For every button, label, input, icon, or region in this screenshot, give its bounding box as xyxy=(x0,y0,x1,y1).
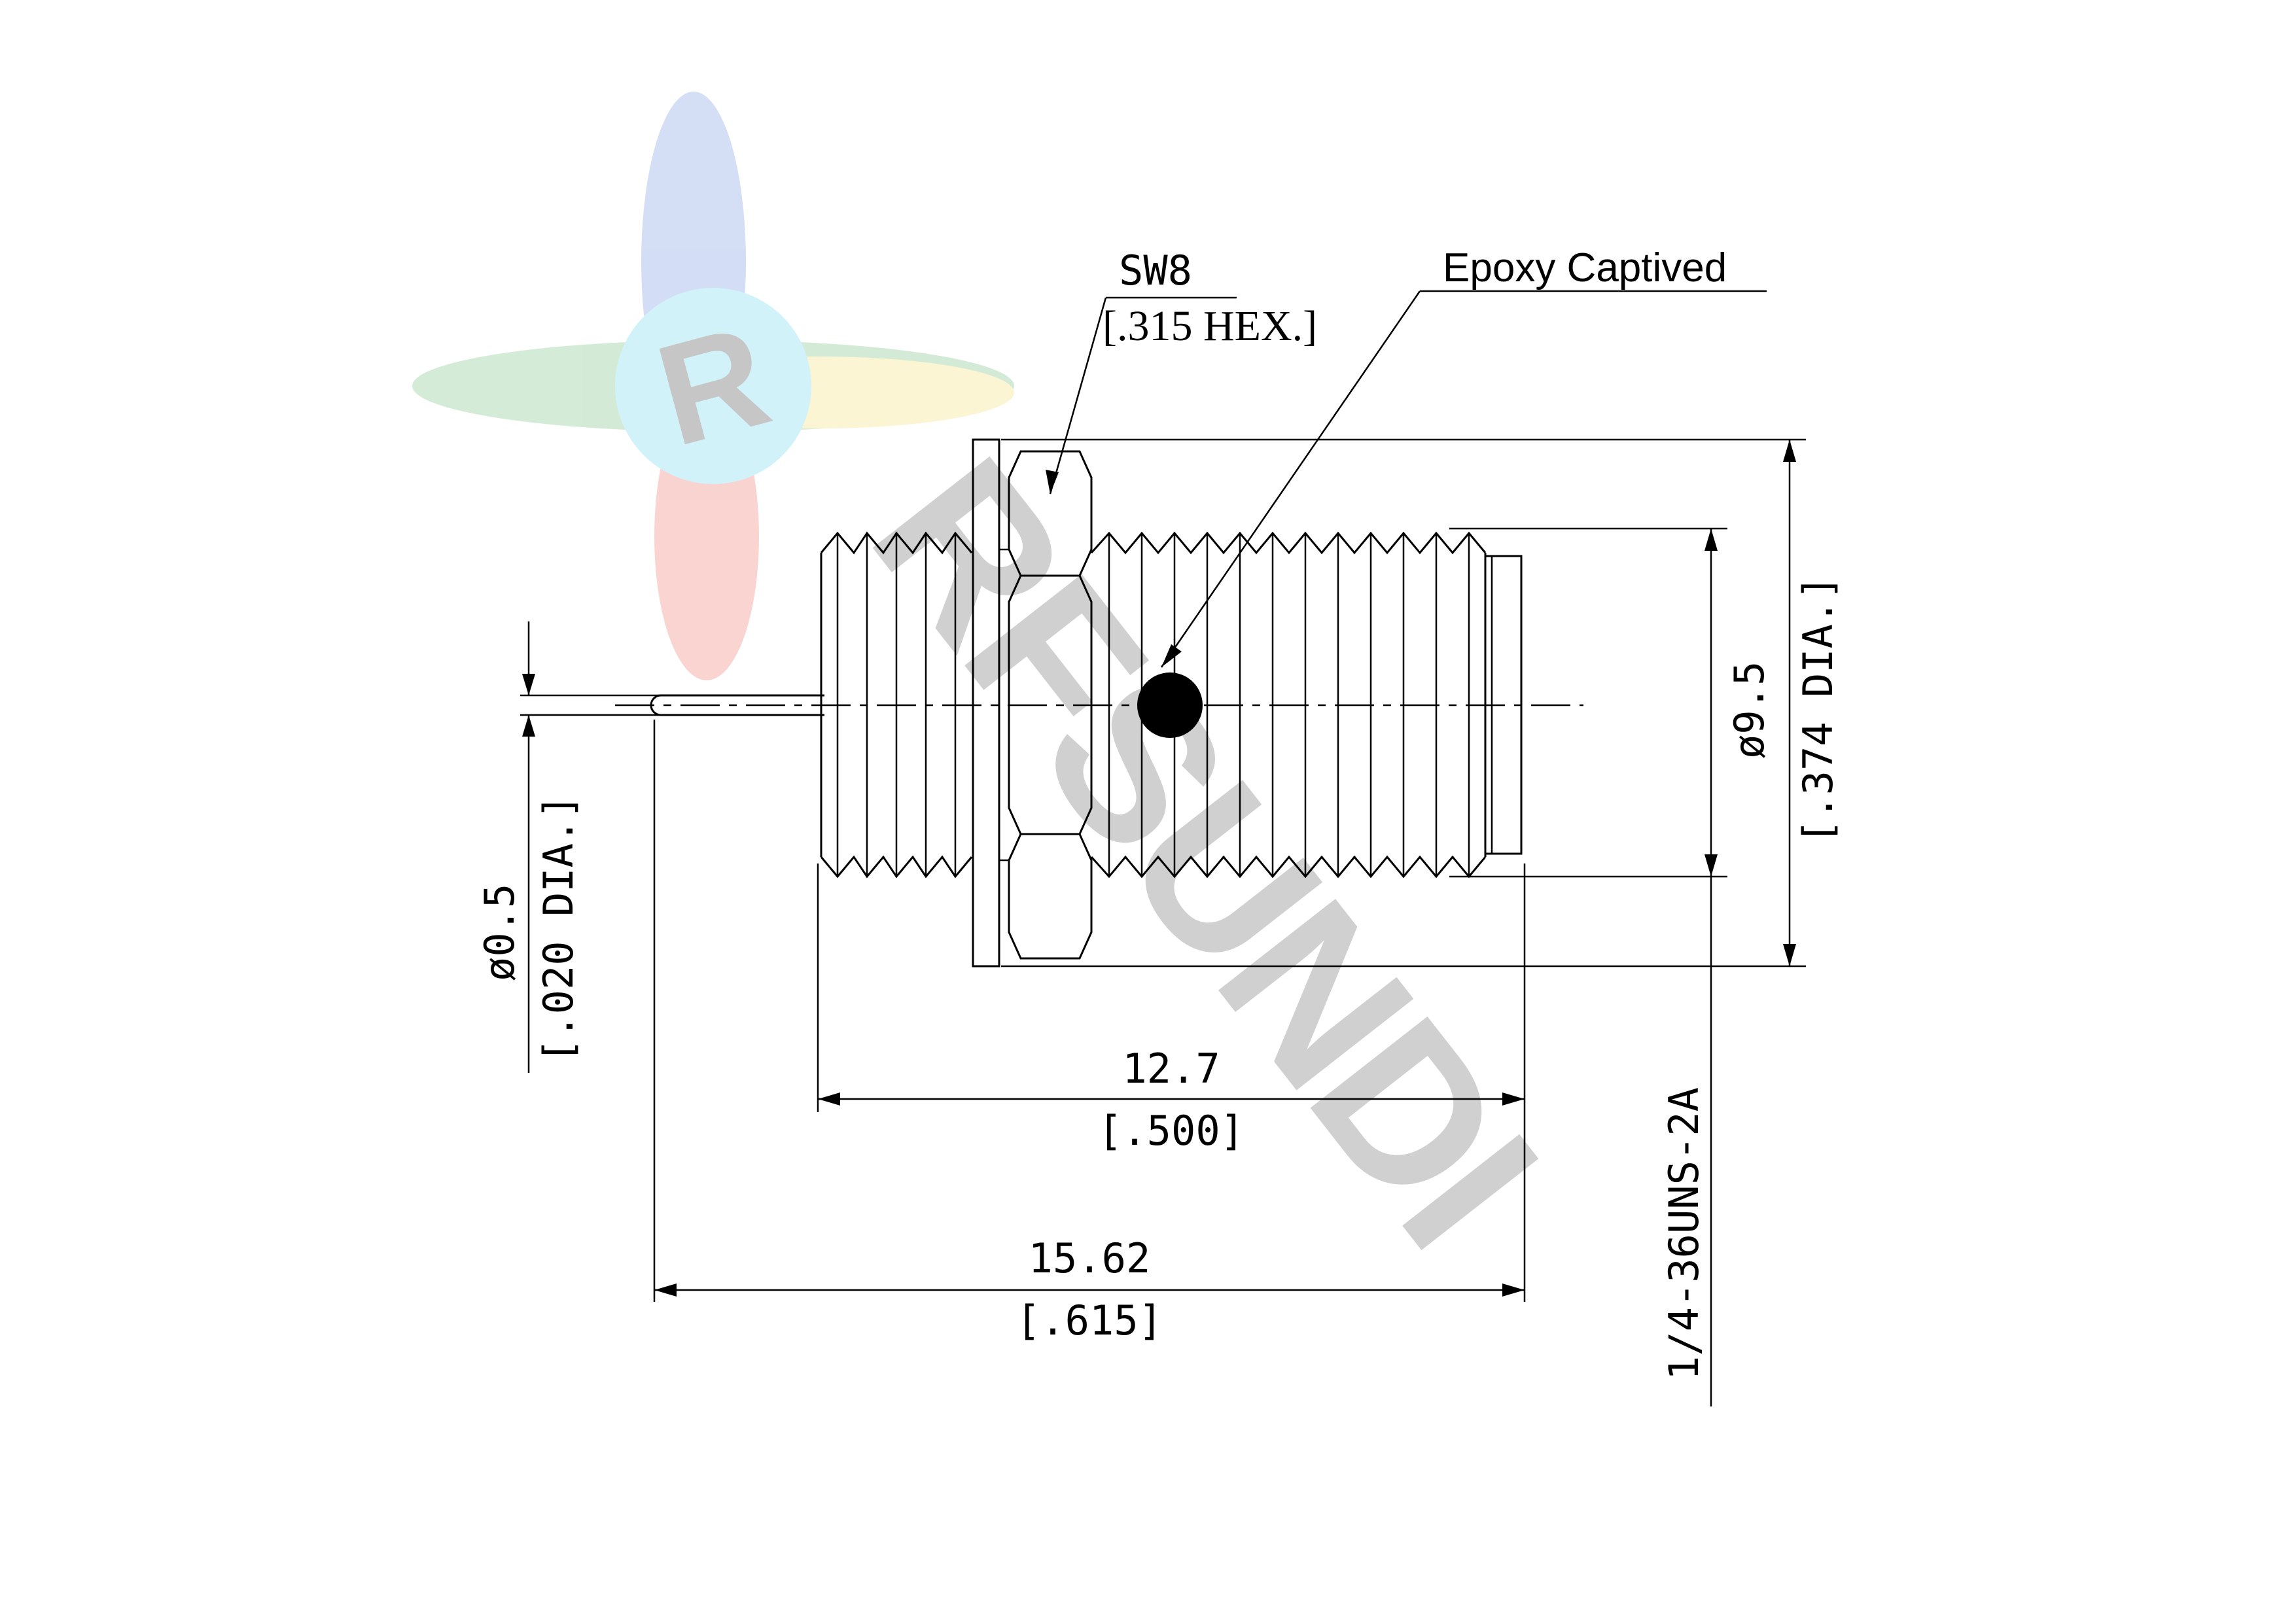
thread-dia-label: ø9.5 xyxy=(1725,661,1773,759)
watermark-logo: R xyxy=(412,92,1014,680)
overall-length-inch-label: [.615] xyxy=(1016,1297,1163,1344)
hex-leader xyxy=(1046,296,1237,495)
logo-ring-blue xyxy=(641,92,746,432)
logo-ring-yellow xyxy=(622,357,1014,428)
pin-dia-label: ø0.5 xyxy=(476,884,523,981)
flange-dia-inch-label: [.374 DIA.] xyxy=(1794,575,1842,844)
pin-dia-inch-label: [.020 DIA.] xyxy=(535,794,582,1063)
flange xyxy=(972,438,1000,968)
logo-disc xyxy=(615,288,811,484)
logo-ring-green xyxy=(412,340,1014,432)
epoxy-leader xyxy=(1160,290,1767,668)
dim-thread-dia xyxy=(1449,527,1727,878)
logo-ring-red xyxy=(654,393,759,680)
epoxy-note: Epoxy Captived xyxy=(1443,245,1727,290)
dim-overall-length xyxy=(653,720,1525,1302)
epoxy-dot xyxy=(1137,672,1203,738)
hex-size-label: SW8 xyxy=(1119,247,1192,294)
hex-size-inch-label: [.315 HEX.] xyxy=(1103,302,1317,350)
dim-flange-dia xyxy=(1001,438,1806,968)
thread-length-label: 12.7 xyxy=(1122,1045,1220,1092)
hex-nut xyxy=(999,450,1093,960)
front-thread xyxy=(1090,531,1523,879)
thread-spec-label: 1/4-36UNS-2A xyxy=(1660,1087,1708,1380)
dim-pin-dia xyxy=(520,621,661,1073)
thread-length-inch-label: [.500] xyxy=(1098,1107,1245,1155)
rear-thread xyxy=(820,531,973,879)
overall-length-label: 15.62 xyxy=(1029,1234,1151,1282)
dim-thread-length xyxy=(817,864,1526,1302)
